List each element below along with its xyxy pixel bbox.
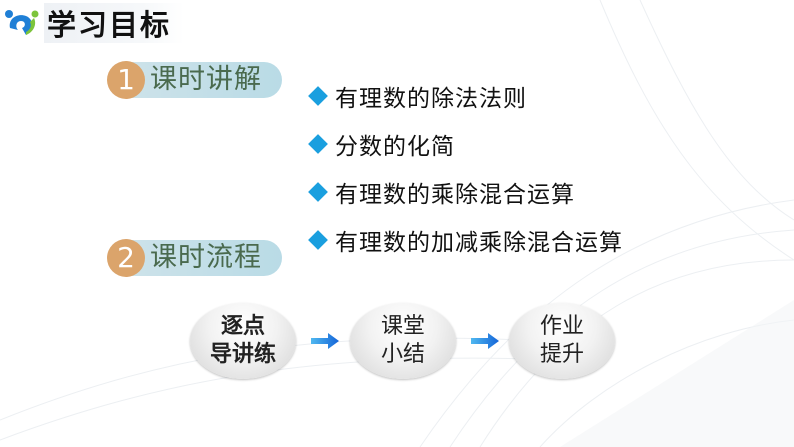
diamond-bullet-icon (308, 86, 328, 106)
list-item: 有理数的乘除混合运算 (307, 168, 623, 216)
flow-step-summary[interactable]: 课堂 小结 (350, 303, 456, 379)
diamond-bullet-icon (308, 182, 328, 202)
objectives-list: 有理数的除法法则 分数的化简 有理数的乘除混合运算 有理数的加减乘除混合运算 (307, 72, 623, 264)
flow-step-line1: 课堂 (380, 314, 425, 339)
diamond-bullet-icon (308, 230, 328, 250)
list-item: 有理数的除法法则 (307, 72, 623, 120)
list-item: 有理数的加减乘除混合运算 (307, 216, 623, 264)
list-item: 分数的化简 (307, 120, 623, 168)
section-2-number: 2 (107, 239, 145, 277)
flow-step-line2: 小结 (380, 342, 425, 367)
header: 学习目标 (0, 0, 794, 45)
page-title: 学习目标 (47, 8, 172, 42)
diamond-bullet-icon (308, 134, 328, 154)
objective-text: 有理数的加减乘除混合运算 (335, 230, 623, 256)
title-band (44, 3, 184, 43)
flow-step-line2: 导讲练 (209, 342, 276, 367)
section-2-label: 课时流程 (150, 242, 262, 273)
flow-step-lecture-practice[interactable]: 逐点 导讲练 (190, 303, 296, 379)
arrow-right-icon (471, 333, 499, 349)
section-1-label: 课时讲解 (150, 64, 262, 95)
flow-step-line1: 作业 (539, 314, 584, 339)
arrow-right-icon (311, 333, 339, 349)
objective-text: 分数的化简 (335, 134, 455, 160)
flow-step-homework[interactable]: 作业 提升 (509, 303, 615, 379)
section-1-number: 1 (107, 61, 145, 99)
flow-step-line2: 提升 (539, 342, 584, 367)
flow-step-line1: 逐点 (220, 314, 265, 339)
objective-text: 有理数的除法法则 (335, 86, 527, 112)
brand-logo-icon (5, 10, 39, 35)
objective-text: 有理数的乘除混合运算 (335, 182, 575, 208)
